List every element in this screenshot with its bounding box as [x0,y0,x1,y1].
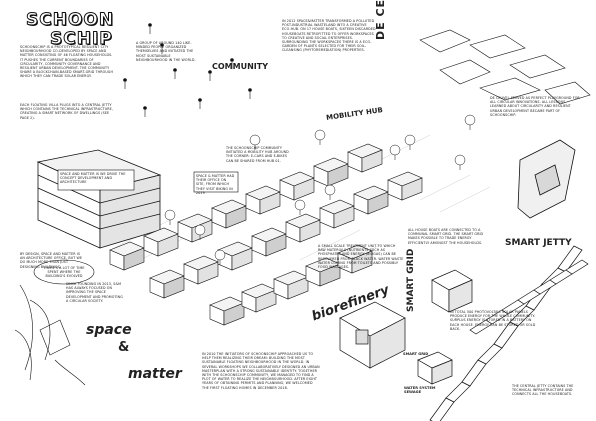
jetty-segment [565,259,589,275]
page-title-line2: SCHIP [50,29,113,50]
label-smart-grid: SMART GRID [406,248,416,312]
house-wall-side [231,247,253,271]
house-wall-side [157,233,179,257]
label-amp: & [118,340,130,355]
page-title-line1: SCHOON [25,10,115,31]
house-wall-side [361,149,383,173]
house-wall-side [225,205,247,229]
house-wall-side [327,163,349,187]
jetty-segment [557,245,583,273]
tree [164,209,176,221]
house-wall-side [299,219,321,243]
label-water-system: WATER SYSTEM SEWAGE [404,386,436,394]
office-building [36,149,162,249]
note-intro: SCHOONSCHIP IS A PROTOTYPICAL RESILIENT … [20,45,114,79]
people-figures [123,23,252,117]
jetty-segment [461,359,487,387]
note-bio: A SMALL SCALE TREATMENT UNIT TO WHICH RA… [318,244,404,270]
note-jetty-bottom: THE CENTRAL JETTY CONTAINS THE TECHNICAL… [512,384,574,397]
tree [404,134,416,146]
house-wall-side [265,233,287,257]
note-solar: IN TOTAL 500 PHOTOVOLTAIC SOLAR PANELS P… [450,310,536,331]
tree [194,224,206,236]
note-community: A GROUP OF AROUND 140 LIKE-MINDED PEOPLE… [136,41,196,62]
tree [249,134,261,146]
note-bubble: THERE'S A LOT OF TIME SPENT WHERE THE BU… [43,266,85,279]
note-boxes [57,169,239,193]
note-mobility: THE SCHOONSCHIP COMMUNITY INITIATED A MO… [226,146,289,163]
house-wall-side [351,250,373,274]
note-waste: SPACE & MATTER HAD THEIR OFFICE ON SITE,… [196,174,235,195]
floating-houses [109,143,423,326]
smart-jetty-diagram [429,245,589,421]
note-grid: ALL HOUSE BOATS ARE CONNECTED TO A COMMU… [408,228,484,245]
note-focus: SINCE FOUNDING IN 2013, S&M HAS ALWAYS F… [66,282,123,303]
house-wall-side [293,177,315,201]
tree [324,184,336,196]
house-wall-side [163,275,185,299]
label-community: COMMUNITY [212,62,269,71]
label-space: space [86,322,132,338]
tree [294,199,306,211]
house-wall-side [123,247,145,271]
label-smart-jetty: SMART JETTY [505,238,572,248]
house-wall-side [333,205,355,229]
sketch-illustration [14,284,86,386]
tree [214,249,226,261]
water-system-unit [417,351,453,385]
house-wall-side [401,177,423,201]
note-ceuvel: IN 2012 SPACE&MATTER TRANSFORMED A POLLU… [282,19,376,53]
house-wall-side [197,261,219,285]
note-architecture: BY DESIGN, SPACE AND MATTER IS AN ARCHIT… [20,252,83,269]
house-wall-side [223,302,245,326]
note-jetty-intro: EACH FLOATING VILLA PLUGS INTO A CENTRAL… [20,103,113,120]
house-wall-side [319,263,341,287]
trees [164,114,476,265]
tree [464,114,476,126]
tree [389,144,401,156]
jetty-segment [429,397,455,421]
house-wall-side [255,289,277,313]
tree [454,154,466,166]
house-wall-side [259,191,281,215]
de-ceuvel-houseboats [419,29,591,105]
boat [517,139,576,219]
house-wall-side [287,276,309,300]
jetty-segment [445,381,471,403]
note-bottom: IN 2010 THE INITIATORS OF SCHOONSCHIP AP… [202,352,320,390]
jetty-segment [477,343,503,365]
note-plot: SPACE AND MATTER IS WE DRIVE THE CONCEPT… [60,172,126,185]
biorefinery-unit [339,301,406,369]
label-matter: matter [128,366,182,382]
note-ceuvel-right: DE CEUVEL SERVED AS PERFECT PLAYGROUND F… [490,96,580,117]
tree [314,129,326,141]
label-smart-grid-small: SMART GRID [403,352,429,356]
smart-grid-unit [431,269,473,313]
house-wall-side [367,191,389,215]
speech-bubble [33,259,95,285]
